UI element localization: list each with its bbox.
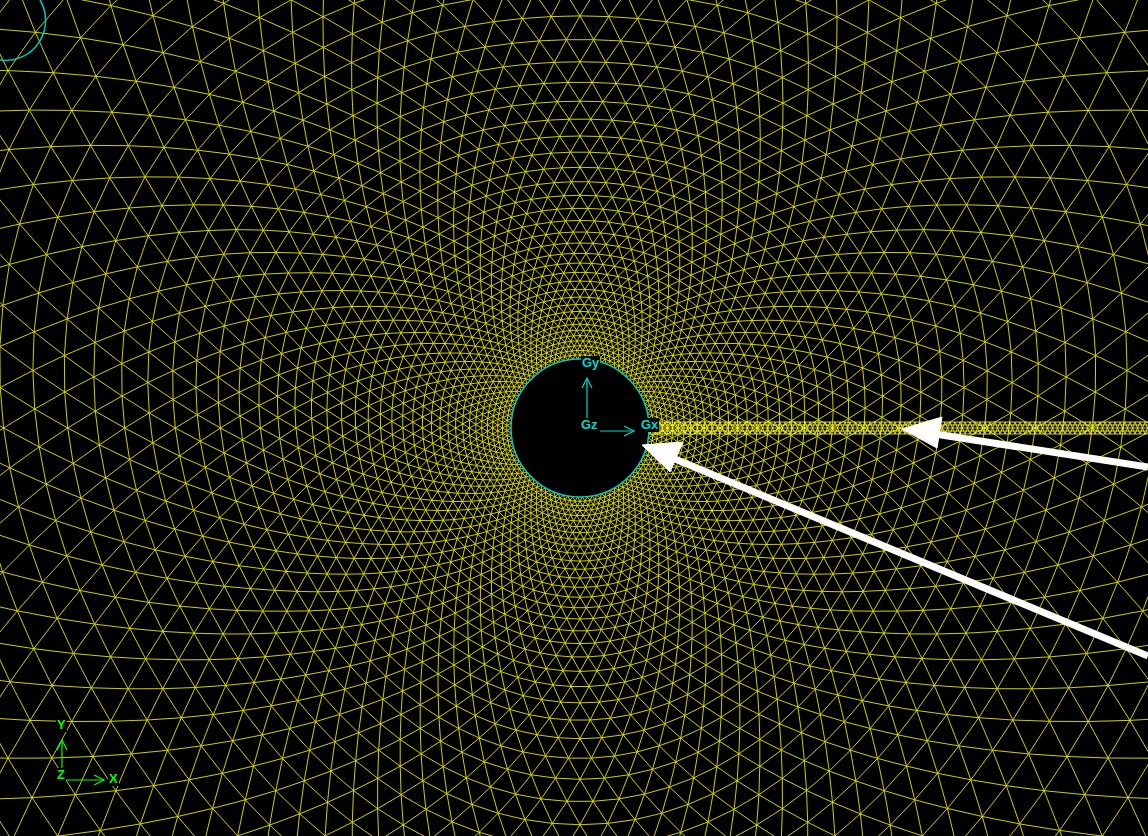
- axis-label: Z: [56, 768, 66, 782]
- axis-label: Gy: [581, 356, 600, 370]
- cylinder: [511, 359, 649, 497]
- pointer-arrows: [642, 417, 1148, 656]
- domain-boundary: [0, 0, 46, 60]
- axis-label: X: [108, 772, 119, 786]
- axis-label: Gz: [580, 418, 599, 432]
- global-axes: [57, 740, 104, 785]
- axis-label: Gx: [640, 418, 659, 432]
- wake-refinement: [649, 422, 1148, 434]
- axis-label: Y: [56, 718, 67, 732]
